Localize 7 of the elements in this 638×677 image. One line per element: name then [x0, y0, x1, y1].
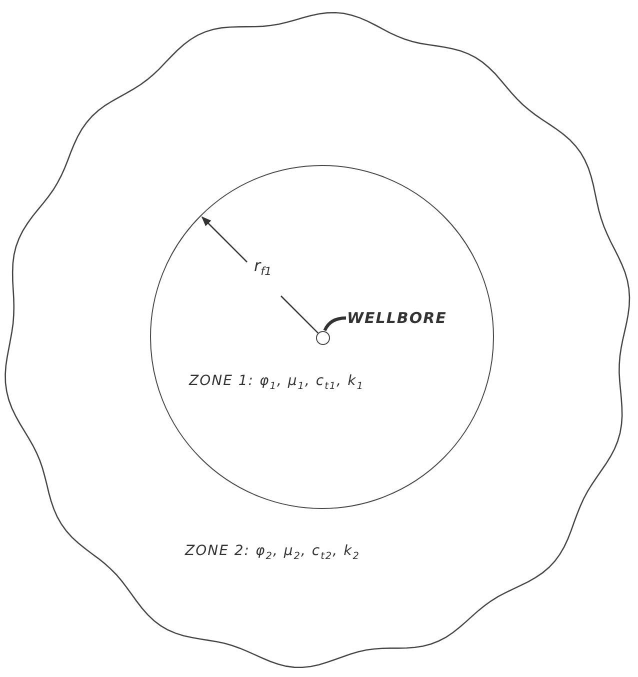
inner-zone-circle — [150, 165, 494, 509]
wellbore-circle — [316, 331, 330, 345]
zone-properties: ZONE 2: φ$_{2}$, μ$_{2}$, c$_{t2}$, k$_{2}$ — [185, 543, 360, 562]
wellbore-label: WELLBORE — [347, 309, 447, 327]
zone-properties: ZONE 1: φ$_{1}$, μ$_{1}$, c$_{t1}$, k$_{1}$ — [189, 373, 364, 392]
radius-label: r$_{f1}$ — [254, 256, 272, 278]
leader-line — [323, 316, 346, 332]
